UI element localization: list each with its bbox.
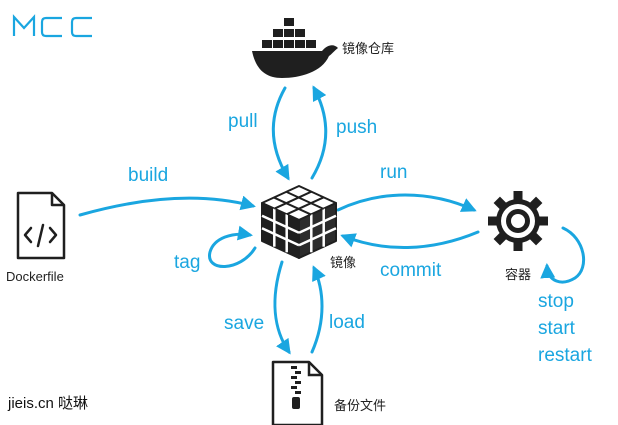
watermark-text: jieis.cn 哒琳 <box>8 395 89 412</box>
pull-label: pull <box>228 111 258 132</box>
docker-whale-icon <box>252 18 338 78</box>
push-label: push <box>336 117 378 138</box>
code-file-icon <box>16 191 66 260</box>
build-label: build <box>128 165 169 186</box>
cube-icon <box>261 185 337 259</box>
run-label: run <box>380 162 408 183</box>
load-label: load <box>329 312 365 333</box>
commit-arrow <box>340 230 480 249</box>
push-arrow <box>310 85 328 180</box>
pull-arrow <box>271 86 290 181</box>
container-action-start: start <box>538 318 575 339</box>
gear-icon <box>488 191 548 251</box>
zip-file-icon <box>271 360 324 425</box>
run-arrow <box>336 193 477 212</box>
image-label: 镜像 <box>330 255 357 270</box>
build-arrow <box>78 195 256 217</box>
save-arrow <box>273 260 291 355</box>
load-arrow <box>310 265 326 354</box>
container-loop-arrow <box>540 226 585 284</box>
container-action-restart: restart <box>538 345 592 366</box>
dockerfile-label: Dockerfile <box>6 269 64 284</box>
container-label: 容器 <box>505 267 532 282</box>
commit-label: commit <box>380 260 442 281</box>
archive-label: 备份文件 <box>334 398 387 413</box>
container-action-stop: stop <box>538 291 574 312</box>
tag-label: tag <box>174 252 201 273</box>
mcc-logo <box>12 14 92 38</box>
save-label: save <box>224 313 265 334</box>
registry-label: 镜像仓库 <box>342 41 395 56</box>
tag-loop-arrow <box>208 225 257 268</box>
